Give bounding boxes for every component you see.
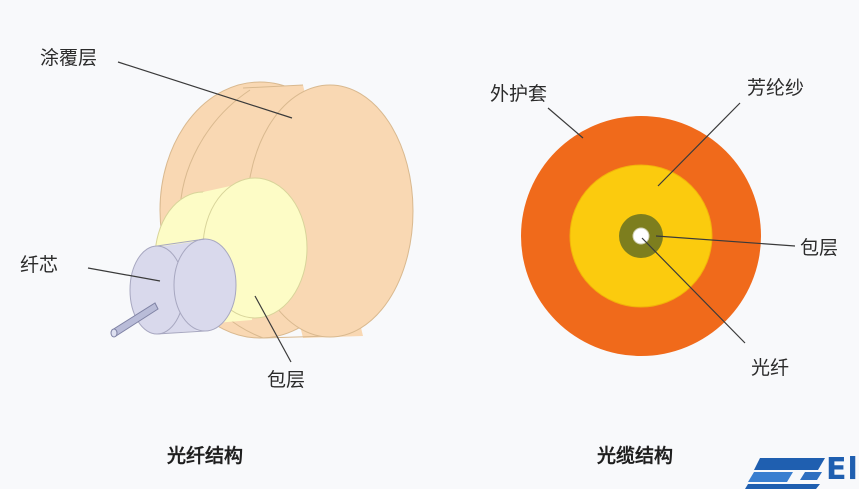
- fiber-center: [632, 227, 650, 245]
- cable-cladding-label: 包层: [800, 237, 839, 259]
- core-cylinder: [129, 238, 237, 335]
- fiber-cladding-label: 包层: [267, 369, 306, 391]
- watermark-text: El: [826, 452, 859, 487]
- fiber-leader-lines: [87, 61, 293, 363]
- coating-leader-line: [117, 61, 293, 119]
- brand-logo-icon: [745, 458, 825, 489]
- cable-cladding-leader-line: [655, 235, 796, 247]
- outer-jacket-label: 外护套: [490, 83, 548, 105]
- core-leader-line: [87, 267, 161, 282]
- cable-structure-drawing: [521, 102, 796, 356]
- aramid-yarn-label: 芳纶纱: [747, 77, 805, 99]
- fiber-structure-drawing: [87, 61, 414, 363]
- cladding-leader-line: [254, 295, 292, 363]
- cable-structure-caption: 光缆结构: [597, 445, 674, 467]
- aramid-leader-line: [657, 102, 741, 187]
- glass-strand: [110, 302, 159, 338]
- fiber-structure-caption: 光纤结构: [167, 445, 244, 467]
- jacket-leader-line: [547, 107, 584, 139]
- cable-leader-lines: [547, 102, 796, 344]
- core-label: 纤芯: [20, 254, 59, 276]
- fiber-leader-line: [641, 237, 746, 344]
- coating-label: 涂覆层: [40, 47, 98, 69]
- fiber-label: 光纤: [751, 357, 790, 379]
